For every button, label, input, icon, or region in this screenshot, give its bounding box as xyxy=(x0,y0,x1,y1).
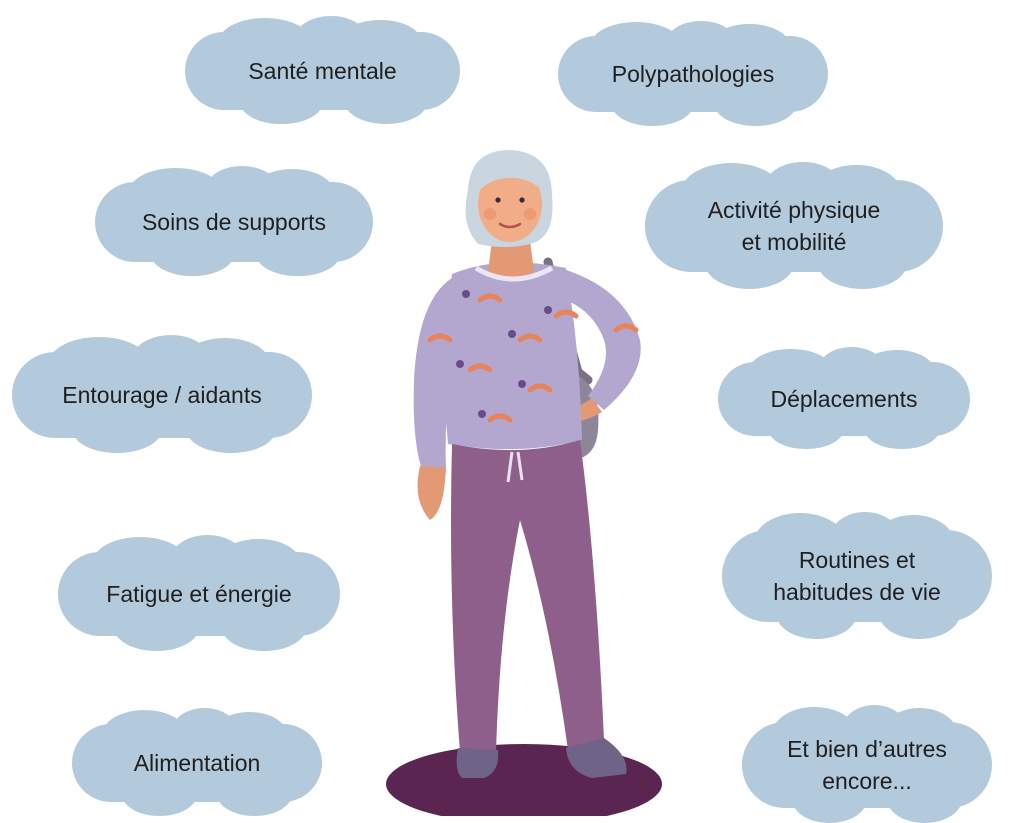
left-hand xyxy=(418,466,446,520)
pants xyxy=(451,440,604,752)
left-cheek xyxy=(484,208,496,220)
left-eye xyxy=(495,197,500,202)
right-cheek xyxy=(524,208,536,220)
right-eye xyxy=(519,197,524,202)
